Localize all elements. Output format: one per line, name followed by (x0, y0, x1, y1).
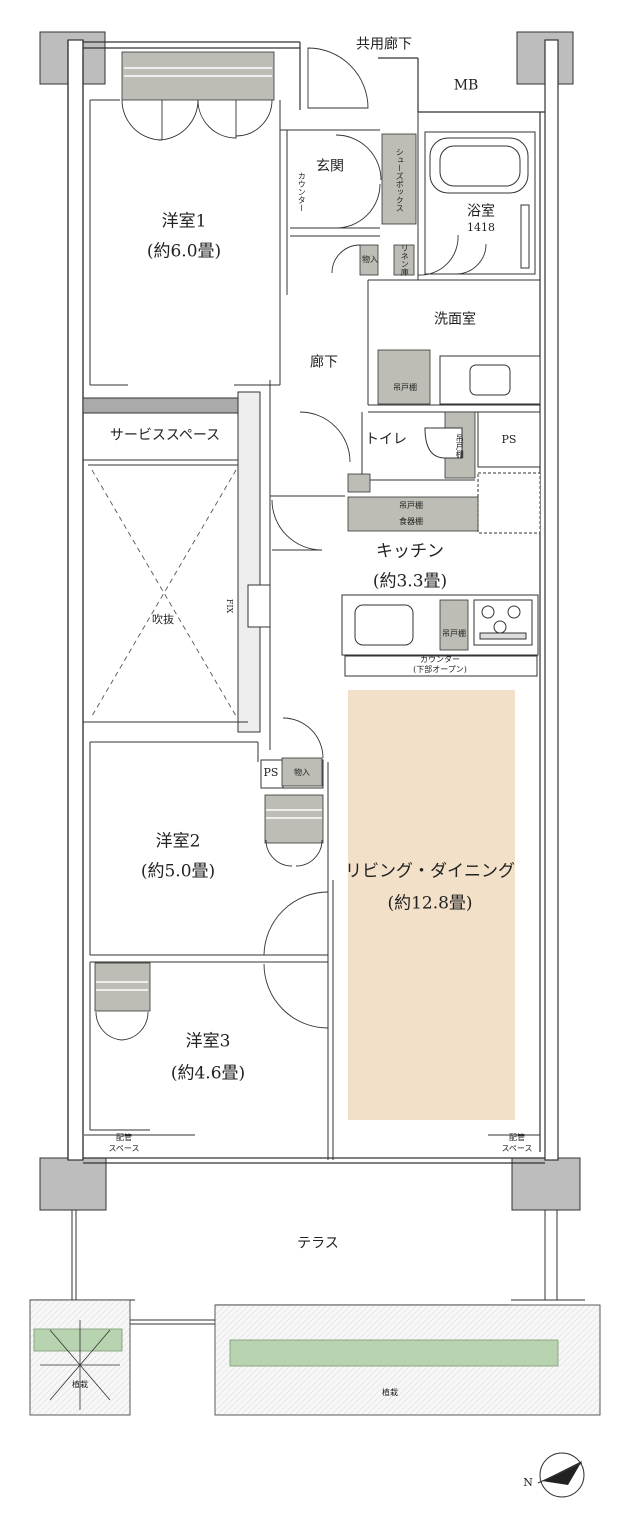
toilet-bowl (424, 427, 463, 459)
wash-basin (439, 355, 541, 405)
closet-marks (96, 67, 322, 991)
shared-corridor-label: 共用廊下 (356, 36, 412, 53)
storage-label: 物入 (362, 254, 378, 264)
planting-right-bed (229, 1339, 559, 1367)
kitchen-cabinet-2-label: 食器棚 (399, 516, 423, 526)
kitchen-counter-label: カウンター (420, 654, 460, 664)
hanging-cabinet-label: 吊戸棚 (393, 382, 417, 392)
room3-label: 洋室3 (185, 1031, 231, 1052)
bath-label: 浴室 (467, 203, 495, 220)
room2-size-label: (約5.0畳) (140, 861, 216, 882)
kitchen-counter-note: (下部オープン) (413, 664, 467, 674)
living-dining-area (348, 690, 515, 1120)
toilet-cabinet-label: 吊戸棚 (455, 434, 465, 458)
outer-walls (67, 39, 559, 1164)
bathtub (429, 137, 530, 269)
door-swings (95, 47, 487, 1041)
ps-label: PS (501, 432, 517, 446)
linen-label: リネン庫 (400, 244, 410, 276)
shoebox-label: シューズボックス (395, 148, 405, 212)
kitchen-equipment (354, 599, 533, 646)
kitchen-cabinet-1-label: 吊戸棚 (399, 500, 423, 510)
room2-label: 洋室2 (155, 831, 201, 852)
compass-icon (537, 1452, 585, 1498)
tree-icon (40, 1320, 120, 1410)
mb-label: MB (453, 77, 479, 94)
counter-label: カウンター (297, 172, 307, 212)
planting-left-label: 植栽 (72, 1379, 88, 1389)
hallway-label: 廊下 (310, 354, 338, 371)
kitchen-size-label: (約3.3畳) (372, 571, 448, 592)
room1-size-label: (約6.0畳) (146, 241, 222, 262)
fix-label: FIX (225, 598, 235, 614)
planting-right-label: 植栽 (382, 1387, 398, 1397)
void-cross (91, 469, 237, 717)
living-size-label: (約12.8畳) (387, 893, 473, 914)
toilet-label: トイレ (365, 431, 407, 448)
compass-label: N (523, 1475, 533, 1489)
pipe-left-label: 配管 (116, 1132, 132, 1142)
bath-size-label: 1418 (467, 220, 495, 234)
entrance-label: 玄関 (316, 158, 344, 175)
void-label: 吹抜 (152, 612, 174, 626)
planting-left-bed (33, 1328, 123, 1352)
pipe-right-label: 配管 (509, 1132, 525, 1142)
service-space-label: サービススペース (109, 427, 221, 444)
washroom-label: 洗面室 (434, 311, 476, 328)
pipe-right-label-2: スペース (501, 1143, 533, 1153)
living-label: リビング・ダイニング (345, 861, 515, 882)
room1-label: 洋室1 (161, 211, 207, 232)
terrace-label: テラス (297, 1235, 339, 1252)
room3-size-label: (約4.6畳) (170, 1063, 246, 1084)
storage2-label: 物入 (294, 767, 310, 777)
ps2-label: PS (263, 765, 279, 779)
pipe-left-label-2: スペース (108, 1143, 140, 1153)
kitchen-hanging-label: 吊戸棚 (442, 628, 466, 638)
kitchen-label: キッチン (376, 541, 444, 562)
